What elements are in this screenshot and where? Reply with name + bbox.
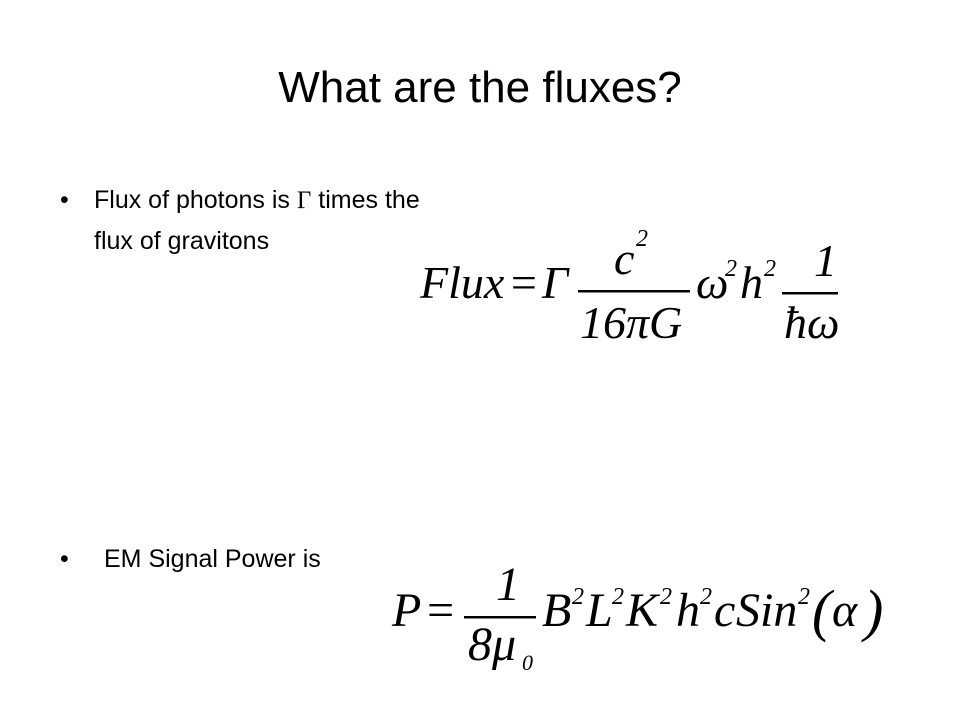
power-h: h [676,584,700,637]
power-frac-denominator: 8μ [468,618,516,671]
flux-frac2-numerator: 1 [814,235,837,286]
flux-equation: Flux = Γ c 2 16πG ω 2 h 2 1 ħω [418,218,848,348]
bullet-1-text-after: times the flux of gravitons [94,186,420,255]
flux-frac1-denominator: 16πG [580,297,682,348]
flux-frac1-bar [578,290,690,293]
bullet-2-text: EM Signal Power is [104,545,321,573]
power-B-exponent: 2 [572,584,584,610]
power-equals: = [424,584,456,637]
bullet-flux-of-photons: • Flux of photons is Γ times the flux of… [60,180,424,262]
power-left-paren: ( [812,578,835,643]
bullet-1-text-before: Flux of photons is [94,186,290,214]
power-L: L [585,584,613,637]
power-K-exponent: 2 [660,584,672,610]
flux-omega: ω [696,257,728,308]
power-sin: Sin [736,584,797,637]
slide-title: What are the fluxes? [278,63,682,112]
flux-omega-exponent: 2 [725,256,737,282]
power-alpha: α [832,584,858,637]
power-B: B [542,584,571,637]
power-lhs: P [391,584,421,637]
power-right-paren: ) [861,578,883,643]
flux-h: h [740,257,763,308]
flux-equation-graphic: Flux = Γ c 2 16πG ω 2 h 2 1 ħω [419,226,839,348]
power-frac-denominator-subscript: 0 [522,650,533,675]
power-frac-bar [464,616,536,619]
power-L-exponent: 2 [612,584,624,610]
bullet-1-gamma-symbol: Γ [296,187,312,214]
power-frac-numerator: 1 [496,558,520,611]
flux-frac2-denominator: ħω [784,297,839,348]
flux-frac2-bar [782,292,838,295]
flux-frac1-numerator-exponent: 2 [636,226,648,252]
flux-equals: = [508,257,539,308]
power-equation: P = 1 8μ 0 B 2 L 2 K 2 h 2 c Sin 2 ( α [388,548,898,678]
power-equation-graphic: P = 1 8μ 0 B 2 L 2 K 2 h 2 c Sin 2 ( α [391,558,883,675]
bullet-dot-icon: • [60,545,69,573]
power-h-exponent: 2 [700,584,712,610]
bullet-dot-icon: • [60,186,69,214]
power-K: K [625,584,661,637]
flux-lhs: Flux [419,257,505,308]
flux-gamma: Γ [541,257,570,308]
power-sin-exponent: 2 [798,584,810,610]
flux-h-exponent: 2 [764,256,776,282]
bullet-em-signal-power: • EM Signal Power is [60,539,434,580]
flux-frac1-numerator: c [614,233,634,284]
power-c: c [714,584,735,637]
